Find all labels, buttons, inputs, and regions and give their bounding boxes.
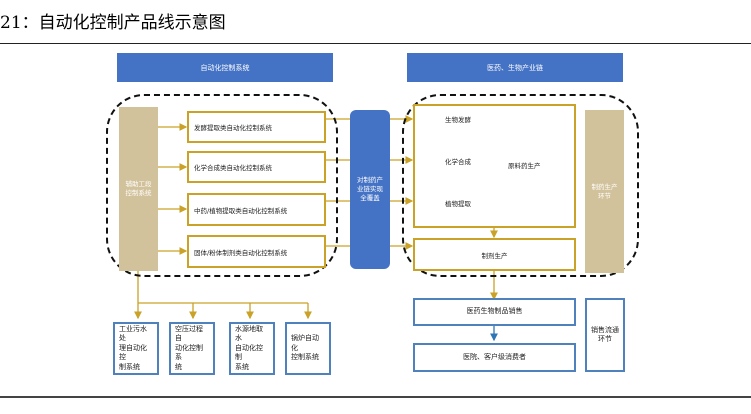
formulation-production: 制剂生产: [413, 238, 576, 271]
raw-api-production: 原料药生产: [508, 162, 541, 170]
pharma-group-outline: [402, 94, 639, 277]
aux-system-compressed-air: 空压过程自 动化控制系 统: [169, 322, 215, 375]
system-chemical-synthesis: 化学合成类自动化控制系统: [187, 151, 326, 183]
aux-system-wastewater: 工业污水处 理自动化控 制系统: [113, 322, 159, 375]
aux-system-water-intake: 水源地取水 自动化控制 系统: [229, 322, 275, 375]
raw-material-box: [413, 104, 576, 228]
pharma-stage-label: 制药生产 环节: [585, 110, 624, 273]
consumers-box: 医院、客户级消费者: [413, 343, 576, 372]
input-chemical-synthesis: 化学合成: [445, 158, 471, 166]
input-bio-fermentation: 生物发酵: [445, 116, 471, 124]
system-solid-formulation: 固体/粉体制剂类自动化控制系统: [187, 235, 326, 268]
product-sales-box: 医药生物制品销售: [413, 298, 576, 326]
header-automation-systems: 自动化控制系统: [117, 53, 333, 82]
bottom-rule: [0, 396, 751, 398]
system-plant-extraction: 中药/植物提取类自动化控制系统: [187, 193, 326, 226]
full-coverage-block: 对制药产 业链实现 全覆盖: [350, 110, 390, 269]
system-fermentation: 发酵提取类自动化控制系统: [187, 111, 326, 143]
auxiliary-control-label: 辅助工段 控制系统: [119, 107, 158, 271]
top-rule: [0, 43, 751, 44]
aux-system-boiler: 锅炉自动化 控制系统: [285, 322, 331, 375]
header-pharma-chain: 医药、生物产业链: [407, 53, 623, 82]
figure-title: 21：自动化控制产品线示意图: [0, 13, 226, 33]
input-plant-extraction: 植物提取: [445, 200, 471, 208]
sales-channel-label: 销售流通 环节: [585, 298, 625, 372]
automation-group-outline: [106, 94, 338, 277]
